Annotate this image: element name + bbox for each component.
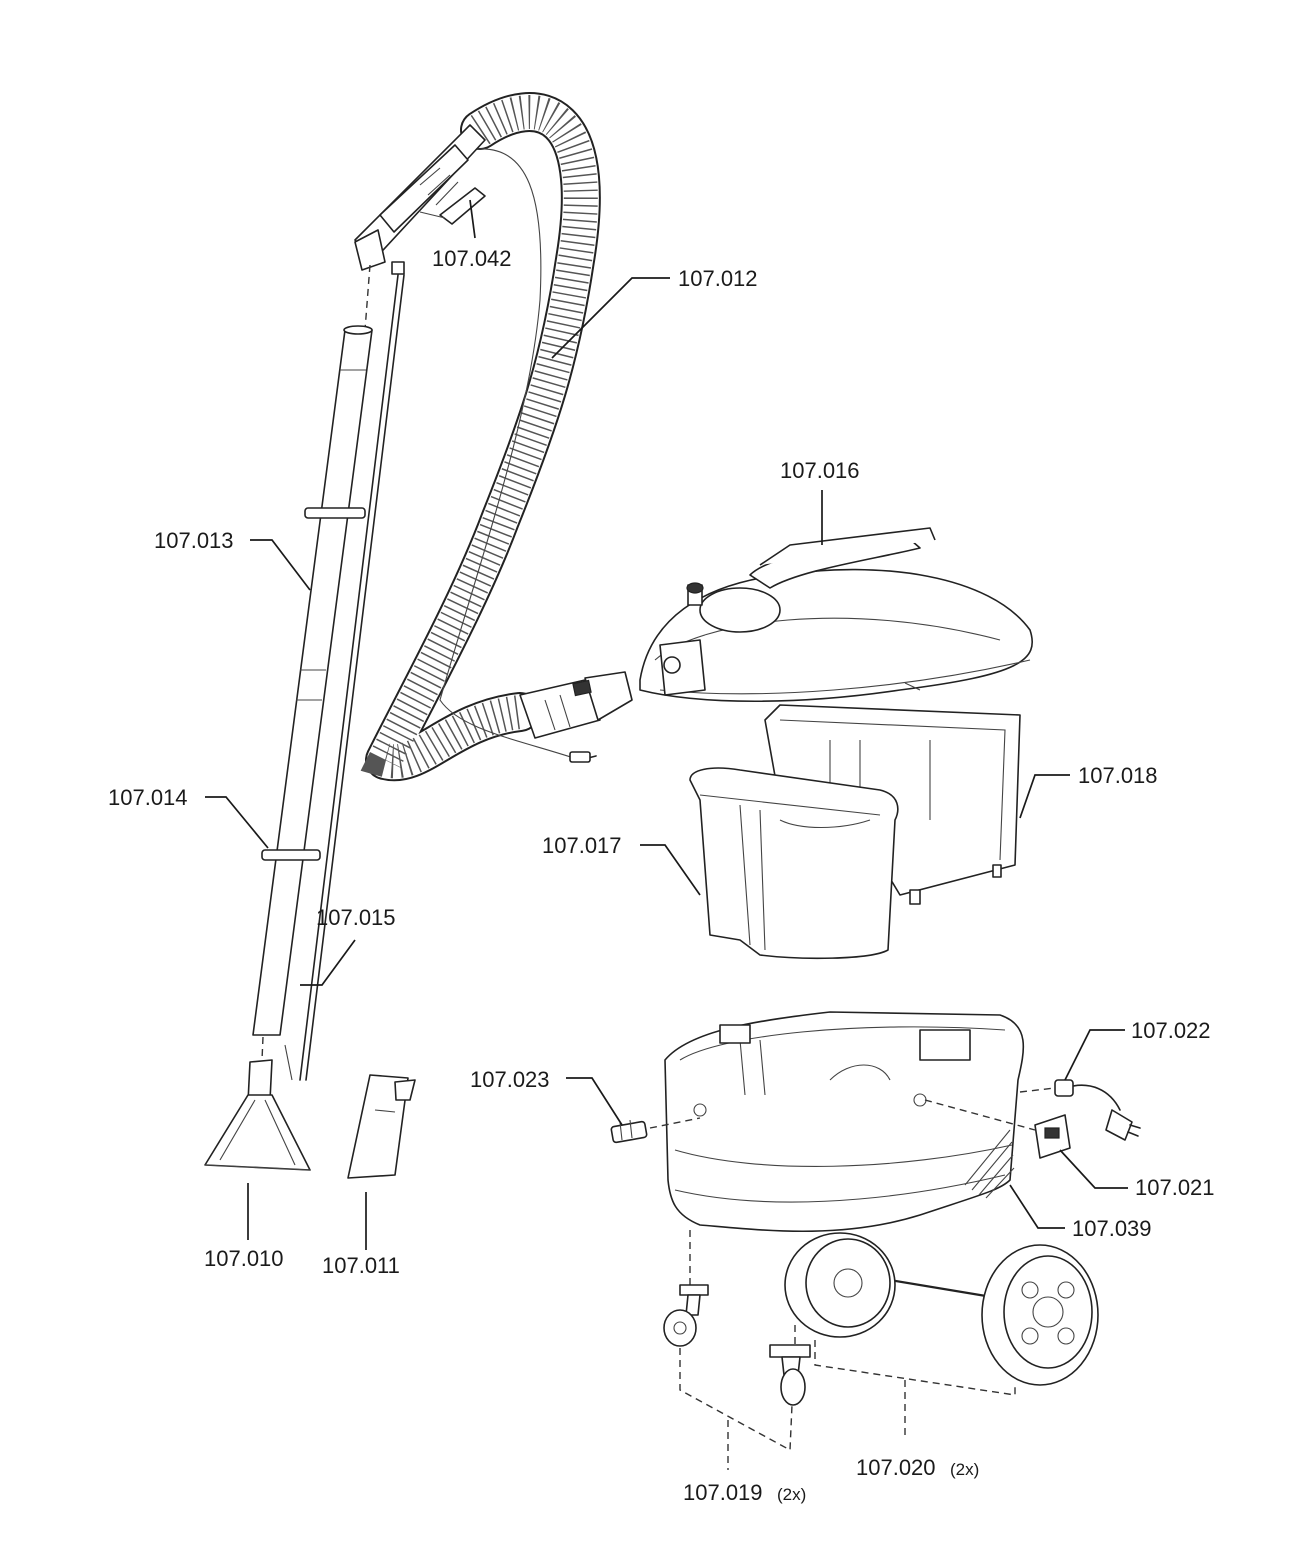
label-107-013: 107.013: [154, 528, 234, 553]
solution-tank: [689, 767, 899, 960]
part-labels: 107.042 107.012 107.016 107.013 107.014 …: [108, 246, 1215, 1505]
leader-lines: [205, 277, 1128, 1250]
power-cord: [1019, 1079, 1141, 1141]
power-switch: [924, 1099, 1071, 1159]
vacuum-hose: [360, 92, 633, 782]
label-107-016: 107.016: [780, 458, 860, 483]
upholstery-tool: [347, 1074, 416, 1179]
caster-wheels: [663, 1230, 811, 1470]
label-107-020-qty: (2x): [950, 1460, 979, 1479]
label-107-019: 107.019: [683, 1480, 763, 1505]
tank-lid: [639, 527, 1034, 703]
label-107-014: 107.014: [108, 785, 188, 810]
wand-tube: [252, 264, 405, 1081]
label-107-021: 107.021: [1135, 1175, 1215, 1200]
label-107-012: 107.012: [678, 266, 758, 291]
label-107-017: 107.017: [542, 833, 622, 858]
label-107-020: 107.020: [856, 1455, 936, 1480]
floor-tool: [204, 1036, 311, 1171]
label-107-019-qty: (2x): [777, 1485, 806, 1504]
label-107-018: 107.018: [1078, 763, 1158, 788]
label-107-039: 107.039: [1072, 1216, 1152, 1241]
label-107-010: 107.010: [204, 1246, 284, 1271]
label-107-023: 107.023: [470, 1067, 550, 1092]
label-107-015: 107.015: [316, 905, 396, 930]
quick-connector: [610, 1117, 701, 1144]
label-107-022: 107.022: [1131, 1018, 1211, 1043]
label-107-042: 107.042: [432, 246, 512, 271]
machine-base: [664, 1011, 1025, 1233]
label-107-011: 107.011: [322, 1253, 400, 1278]
rear-wheels: [784, 1232, 1099, 1440]
wand-handle: [354, 124, 486, 275]
